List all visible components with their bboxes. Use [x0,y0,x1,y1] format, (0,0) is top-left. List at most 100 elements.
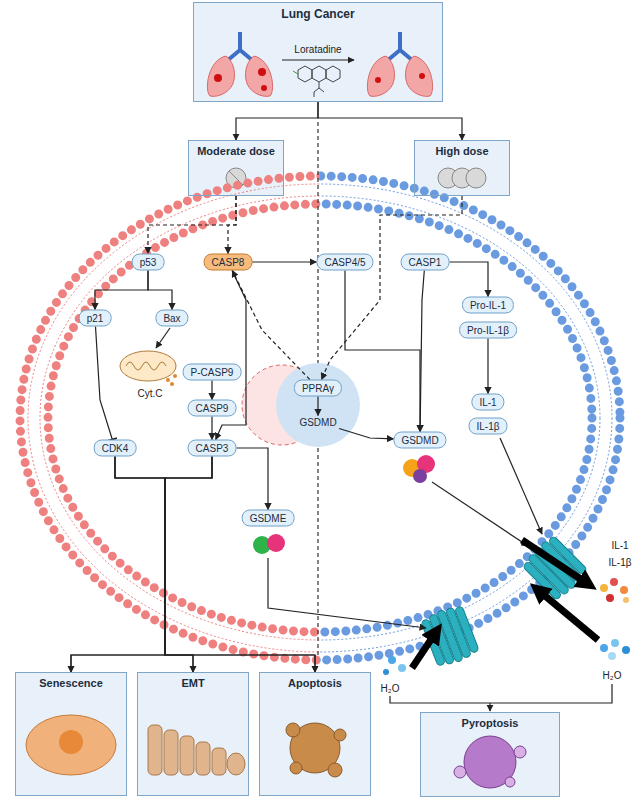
protein-box: CASP1 [401,254,450,271]
node-text: CDK4 [102,443,129,454]
node-text: Pyroptosis [424,717,556,729]
node-text: Pro-IL-1β [467,325,509,336]
pyroptotic-cell [454,736,526,788]
treatment-arrow [282,59,354,60]
release-arrow [522,540,588,584]
dose-box: Moderate dose [188,140,284,196]
node-text: IL-1β [477,421,500,432]
node-text: Lung Cancer [197,7,439,21]
senescent-cell [26,715,116,775]
gsdmd-to-pore [432,482,528,546]
arrow-connector [115,457,315,673]
annotation-label: IL-1 [611,540,628,551]
pyroptosis-line [390,684,612,703]
arrow-connector [236,448,268,510]
pill-icons [438,168,486,188]
node-text: Senescence [19,677,123,689]
annotation-label: Loratadine [294,44,341,55]
arrow-connector [165,457,315,673]
arrow-connector [487,339,488,394]
node-text: CASP4/5 [324,257,365,268]
arrow-connector [211,381,212,400]
influx-arrow [538,590,598,640]
node-text: CASP9 [196,403,229,414]
node-text: CASP3 [196,443,229,454]
arrow-connector [345,271,420,432]
molecule [293,66,340,97]
annotation-label: H₂O [603,670,622,681]
arrow-connector [317,397,318,416]
gene-label: GSDMD [296,416,339,429]
node-text: CASP8 [212,257,245,268]
protein-box: p53 [132,254,165,271]
arrow-connector [449,262,488,297]
membrane-left [20,176,320,660]
arrow-connector [115,457,193,673]
node-text: EMT [141,677,245,689]
gsdme-pore [420,603,480,669]
arrow-connector [148,196,236,254]
annotation-label: IL-1β [609,557,632,568]
outcome-box: Apoptosis [259,672,371,796]
protein-box: IL-1β [469,418,508,435]
annotation-label: H₂O [381,683,400,694]
node-text: CASP1 [409,257,442,268]
node-text: Apoptosis [263,677,367,689]
emt-cells [148,725,245,775]
node-text: PPRAγ [302,383,334,394]
apoptotic-cell [286,723,346,777]
node-text: p21 [87,313,104,324]
box-ground [15,672,127,796]
arrow-connector [228,196,236,254]
arrow-connector [322,196,462,380]
protein-box: p21 [79,310,112,327]
protein-box: CDK4 [94,440,137,457]
protein-box: PPRAγ [294,380,342,397]
box-ground [259,672,371,796]
arrow-connector [236,102,318,140]
protein-box: CASP3 [188,440,237,457]
influx-arrow [412,632,436,668]
box-ground [137,672,249,796]
outcome-box: Pyroptosis [420,712,560,797]
arrow-connector [420,271,424,432]
protein-box: IL-1 [471,394,504,411]
box-ground [193,2,443,102]
box-ground [420,712,560,797]
protein-box: P-CASP9 [183,364,242,381]
protein-box: CASP4/5 [316,254,373,271]
protein-box: Pro-IL-1 [462,297,514,314]
node-text: GSDMD [401,435,438,446]
bax-arrow [156,328,170,348]
node-text: p53 [140,257,157,268]
gsdme-protein [253,534,285,554]
arrow-connector [318,102,462,140]
node-text: GSDME [250,513,287,524]
protein-box: Bax [155,310,188,327]
arrow-connector [148,271,172,310]
box-ground [414,140,510,196]
pyroptosis-arrow [489,703,490,711]
arrow-connector [252,261,316,262]
protein-box: CASP9 [188,400,237,417]
cytokine-dots [600,578,629,603]
outcome-box: EMT [137,672,249,796]
membrane-right [320,176,620,660]
dose-box: High dose [414,140,510,196]
node-text: Bax [163,313,180,324]
node-text: GSDMD [299,417,336,428]
mitochondrion [120,351,177,386]
node-text: Pro-IL-1 [470,300,506,311]
node-text: Moderate dose [192,145,280,157]
inhibition-connector [96,327,113,440]
node-text: P-CASP9 [191,367,234,378]
arrow-connector [165,457,212,673]
gsdmd-pore [520,533,589,602]
arrow-connector [71,457,165,673]
arrow-connector [339,429,393,439]
gsdmd-protein [403,455,435,483]
node-text: High dose [418,145,506,157]
node-text: IL-1 [479,397,496,408]
protein-box: GSDMD [393,432,446,449]
